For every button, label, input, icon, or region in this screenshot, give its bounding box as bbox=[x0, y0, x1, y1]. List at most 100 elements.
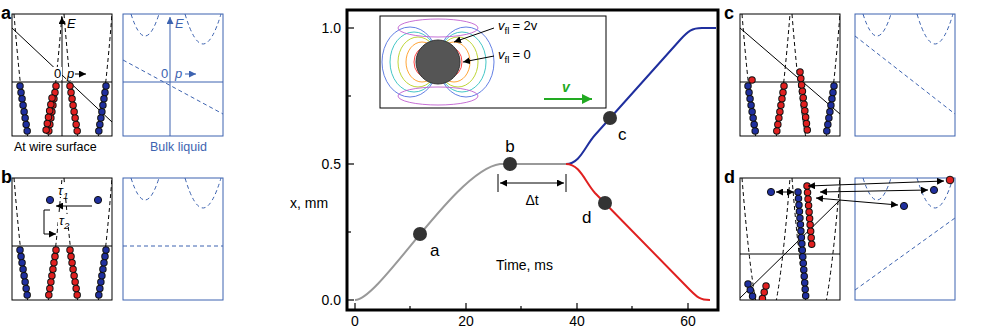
point-label: a bbox=[430, 241, 439, 260]
axis-label: p bbox=[67, 66, 74, 81]
subscript: fl bbox=[505, 25, 510, 36]
label-group: 60 bbox=[680, 314, 696, 328]
red-dots bbox=[48, 250, 56, 300]
chart-frame bbox=[347, 10, 718, 310]
surface-panel bbox=[12, 14, 112, 164]
dispersion-curve bbox=[917, 14, 953, 44]
red-dots bbox=[70, 86, 78, 136]
label-group: At wire surface bbox=[14, 141, 97, 154]
tilted-line bbox=[123, 60, 223, 114]
surface-panel bbox=[740, 14, 840, 164]
state-point bbox=[413, 227, 427, 241]
panel-frame bbox=[12, 178, 112, 300]
velocity-label: v bbox=[498, 47, 505, 62]
bulk-panel bbox=[855, 178, 955, 300]
zero-line bbox=[12, 246, 112, 247]
label-group: E bbox=[174, 17, 185, 30]
velocity-value: = 2v bbox=[512, 18, 537, 33]
label-group: b bbox=[505, 138, 514, 155]
delay-bracket bbox=[498, 174, 566, 192]
momentum-arrow bbox=[185, 74, 196, 75]
red-dots bbox=[776, 86, 784, 136]
red-dots bbox=[807, 186, 812, 248]
label-group: a bbox=[430, 242, 439, 259]
panel-letter: c bbox=[724, 3, 734, 23]
label-group: vfl= 0 bbox=[497, 48, 532, 61]
blue-dots bbox=[826, 86, 834, 136]
label-group: x, mm bbox=[290, 196, 328, 210]
tick-label: 0 bbox=[351, 313, 359, 329]
tick-label: 0.0 bbox=[322, 292, 341, 308]
label-group: 0 bbox=[351, 314, 359, 328]
point-label: d bbox=[582, 208, 591, 227]
pointer-arrow bbox=[454, 28, 494, 42]
panel-frame bbox=[740, 14, 840, 136]
label-group: a bbox=[1, 4, 11, 22]
label-group: Δt bbox=[525, 193, 538, 207]
zero-line bbox=[123, 246, 223, 247]
exchange-arrows bbox=[767, 176, 953, 209]
state-point bbox=[603, 111, 617, 125]
bulk-panel bbox=[123, 178, 223, 300]
label-group: Bulk liquid bbox=[150, 141, 207, 154]
velocity-value: = 0 bbox=[512, 47, 530, 62]
label-group: τ2 bbox=[58, 214, 70, 227]
label-group: vfl= 2v bbox=[497, 19, 538, 32]
tilted-line bbox=[855, 218, 955, 290]
label-group: 0.0 bbox=[322, 293, 341, 307]
label-group: v bbox=[562, 80, 570, 94]
axis-title: x, mm bbox=[290, 195, 328, 211]
panel-caption: At wire surface bbox=[14, 140, 97, 154]
relaxation-arrow bbox=[44, 210, 56, 234]
label-group: 0 bbox=[160, 67, 169, 80]
dispersion-curve bbox=[64, 178, 112, 300]
dispersion-curve bbox=[185, 14, 221, 44]
dispersion-curve bbox=[14, 178, 62, 300]
dispersion-curve bbox=[792, 14, 840, 136]
point-label: b bbox=[505, 137, 514, 156]
label-group: 0 bbox=[53, 67, 62, 80]
blue-dots bbox=[748, 86, 756, 136]
axis-label: E bbox=[67, 16, 76, 31]
panel-frame bbox=[123, 178, 223, 300]
panel-letter: b bbox=[1, 167, 12, 187]
time-constant: τ bbox=[58, 183, 63, 198]
label-group: d bbox=[724, 168, 735, 186]
time-constant: τ bbox=[59, 213, 64, 228]
velocity-label: v bbox=[562, 79, 570, 95]
tick-label: 0.5 bbox=[322, 156, 341, 172]
momentum-arrow bbox=[75, 74, 86, 75]
zero-line bbox=[740, 254, 840, 255]
subscript: 1 bbox=[63, 190, 68, 201]
approach-curve bbox=[355, 164, 566, 300]
dispersion-curve bbox=[863, 14, 891, 36]
position-chart bbox=[347, 10, 718, 310]
state-point bbox=[598, 196, 612, 210]
blue-dots bbox=[20, 86, 28, 136]
dispersion-curve bbox=[185, 178, 221, 208]
relaxation-arrow bbox=[56, 206, 92, 207]
label-group: c bbox=[618, 126, 627, 143]
dispersion-curve bbox=[742, 178, 790, 300]
dispersion-curve bbox=[863, 178, 891, 200]
label-group: p bbox=[66, 67, 75, 80]
backward-curve bbox=[566, 164, 710, 300]
axis-label: E bbox=[175, 16, 184, 31]
blue-dots bbox=[748, 284, 754, 300]
point-label: c bbox=[618, 125, 627, 144]
flow-field-lines bbox=[382, 19, 494, 105]
surface-panel bbox=[12, 178, 112, 328]
dispersion-curve bbox=[131, 178, 159, 200]
axis-label: 0 bbox=[54, 66, 61, 81]
subscript: fl bbox=[505, 54, 510, 65]
inset-frame bbox=[380, 16, 606, 108]
state-point bbox=[503, 157, 517, 171]
blue-dots bbox=[98, 86, 106, 136]
label-group: 1.0 bbox=[322, 21, 341, 35]
tilted-line bbox=[740, 28, 840, 114]
zero-line bbox=[123, 82, 223, 83]
label-group: c bbox=[724, 4, 734, 22]
panel-letter: a bbox=[1, 3, 11, 23]
tick-label: 60 bbox=[680, 313, 696, 329]
blue-dots bbox=[98, 250, 106, 300]
